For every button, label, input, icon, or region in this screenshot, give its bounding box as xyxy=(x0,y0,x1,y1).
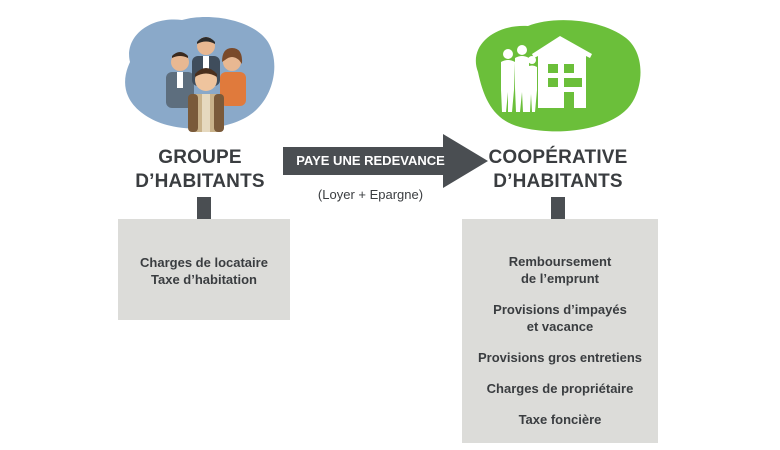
cooperative-heading: COOPÉRATIVE D’HABITANTS xyxy=(478,146,638,194)
group-heading: GROUPE D’HABITANTS xyxy=(130,146,270,194)
box-item-maintenance-provisions: Provisions gros entretiens xyxy=(478,350,642,365)
owner-charges-box: Remboursement de l’emprunt Provisions d’… xyxy=(462,219,658,443)
tenant-charges-box: Charges de locataire Taxe d’habitation xyxy=(118,219,290,320)
box-item-loan-repayment-1: Remboursement xyxy=(508,254,612,269)
box-item-housing-tax: Taxe d’habitation xyxy=(151,272,257,287)
box-item-owner-charges: Charges de propriétaire xyxy=(486,381,634,396)
box-item-property-tax: Taxe foncière xyxy=(518,412,602,427)
cooperative-heading-line1: COOPÉRATIVE xyxy=(488,147,628,168)
arrow-label: PAYE UNE REDEVANCE xyxy=(296,153,445,168)
cooperative-heading-line2: D’HABITANTS xyxy=(493,171,623,192)
box-item-loan-repayment-2: de l’emprunt xyxy=(520,271,599,286)
group-heading-line1: GROUPE xyxy=(158,147,242,168)
box-item-unpaid-provisions-1: Provisions d’impayés xyxy=(493,302,627,317)
box-item-tenant-charges: Charges de locataire xyxy=(140,255,268,270)
group-heading-line2: D’HABITANTS xyxy=(135,171,265,192)
arrow-sublabel: (Loyer + Epargne) xyxy=(317,187,424,202)
cooperative-house-icon xyxy=(475,20,641,132)
people-group-icon xyxy=(125,16,275,132)
box-item-unpaid-provisions-2: et vacance xyxy=(526,319,594,334)
payment-arrow xyxy=(283,134,488,188)
